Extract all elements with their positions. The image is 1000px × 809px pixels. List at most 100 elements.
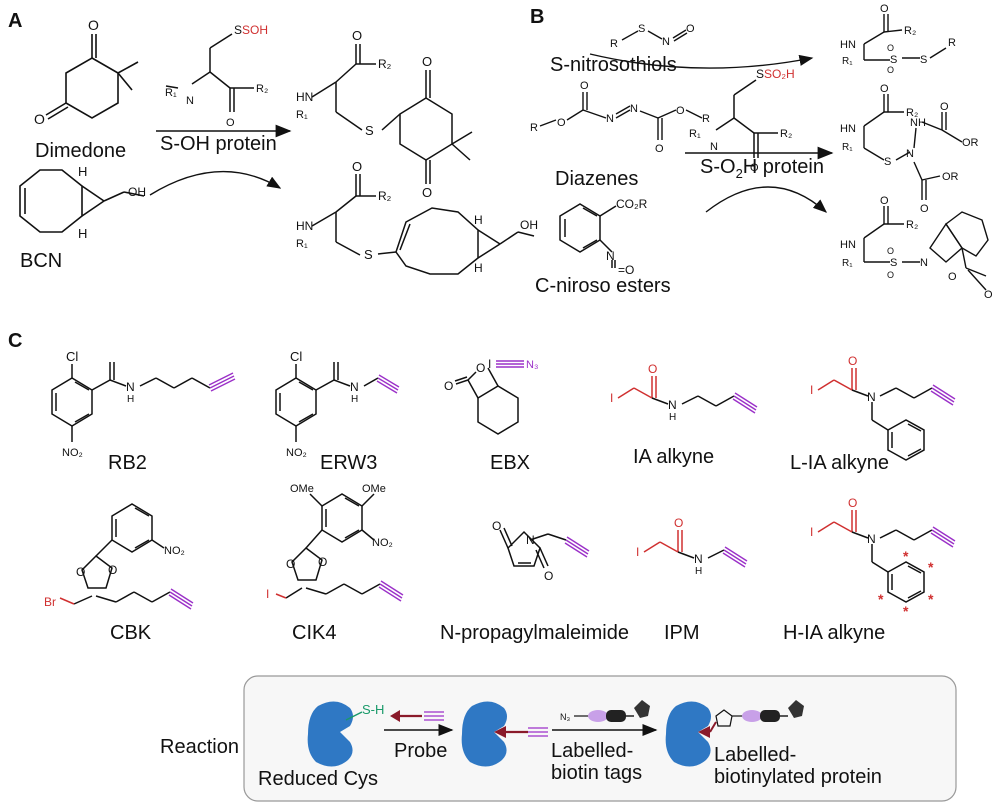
svg-text:R₁: R₁ — [689, 128, 701, 140]
cbk-structure — [73, 503, 171, 605]
svg-text:OR: OR — [962, 137, 979, 149]
label-ia-alkyne: IA alkyne — [633, 446, 715, 468]
h-ia-alkyne-structure — [817, 510, 933, 603]
svg-text:R: R — [610, 38, 618, 50]
svg-text:N₃: N₃ — [560, 712, 570, 722]
svg-text:HN: HN — [840, 239, 856, 251]
panel-label-c: C — [8, 330, 23, 352]
label-biotinylated-line2: biotinylated protein — [714, 766, 882, 788]
label-s-nitrosothiols: S-nitrosothiols — [550, 54, 677, 76]
svg-text:O: O — [655, 143, 664, 155]
svg-text:I: I — [610, 391, 613, 405]
svg-text:I: I — [636, 545, 639, 559]
svg-text:S: S — [890, 257, 897, 269]
s-nitrosothiol-structure — [621, 29, 688, 42]
svg-text:R₁: R₁ — [165, 87, 177, 99]
svg-text:R₁: R₁ — [842, 56, 853, 67]
svg-text:H: H — [78, 164, 87, 179]
cik4-structure — [285, 493, 381, 599]
svg-text:N: N — [668, 398, 677, 412]
svg-text:O: O — [880, 83, 889, 95]
svg-text:O: O — [226, 117, 235, 129]
svg-text:O: O — [88, 17, 99, 33]
dimedone-adduct-structure — [311, 44, 473, 184]
svg-text:H: H — [351, 394, 358, 405]
svg-text:O: O — [444, 379, 453, 393]
svg-text:H: H — [474, 261, 483, 275]
svg-text:R₁: R₁ — [296, 238, 308, 250]
label-l-ia-alkyne: L-IA alkyne — [790, 452, 889, 474]
svg-text:*: * — [928, 591, 934, 607]
rb2-structure — [51, 362, 211, 442]
svg-text:O: O — [880, 195, 889, 207]
svg-text:OH: OH — [128, 185, 146, 199]
svg-text:N: N — [710, 141, 718, 153]
svg-text:R₂: R₂ — [378, 189, 392, 203]
svg-text:H: H — [669, 412, 676, 423]
sulfinic-o2h: SO₂H — [764, 67, 795, 81]
label-rb2: RB2 — [108, 452, 147, 474]
svg-text:I: I — [810, 383, 813, 397]
svg-text:R₁: R₁ — [842, 142, 853, 153]
svg-text:O: O — [984, 289, 993, 301]
svg-text:R₂: R₂ — [378, 57, 392, 71]
svg-text:O: O — [648, 362, 657, 376]
label-c-niroso-esters: C-niroso esters — [535, 275, 671, 297]
svg-text:H: H — [78, 226, 87, 241]
label-soh-protein: S-OH protein — [160, 133, 277, 155]
svg-text:N: N — [662, 36, 670, 48]
svg-text:O: O — [674, 516, 683, 530]
curved-arrow-b1 — [589, 53, 814, 69]
label-labelled-biotin-line1: Labelled- — [551, 740, 634, 762]
svg-text:*: * — [878, 591, 884, 607]
svg-text:N: N — [694, 552, 703, 566]
svg-text:O: O — [948, 271, 957, 283]
svg-text:NO₂: NO₂ — [372, 537, 393, 549]
svg-text:O: O — [686, 23, 695, 35]
label-cik4: CIK4 — [292, 622, 337, 644]
svg-text:HN: HN — [296, 219, 313, 233]
svg-text:R₂: R₂ — [906, 219, 918, 231]
svg-text:S: S — [364, 247, 373, 262]
dimedone-structure — [45, 34, 139, 120]
svg-text:*: * — [903, 603, 909, 619]
svg-text:O: O — [352, 28, 362, 43]
svg-text:O: O — [676, 105, 685, 117]
svg-text:O: O — [887, 270, 894, 280]
diazene-structure — [539, 92, 703, 140]
svg-text:NO₂: NO₂ — [164, 545, 185, 557]
svg-text:O: O — [940, 101, 949, 113]
sulfonamide-adduct-structure — [863, 206, 989, 291]
svg-text:O: O — [76, 565, 85, 579]
thiol-label: S-H — [362, 702, 384, 717]
label-diazenes: Diazenes — [555, 168, 639, 190]
label-biotinylated-line1: Labelled- — [714, 744, 797, 766]
svg-text:O: O — [887, 43, 894, 53]
protein-labeled-icon — [461, 701, 548, 767]
svg-text:O: O — [887, 246, 894, 256]
svg-text:I: I — [488, 357, 491, 371]
protein-biotinylated-icon — [665, 700, 804, 767]
svg-text:SSO₂H: SSO₂H — [756, 67, 795, 81]
svg-text:O: O — [352, 159, 362, 174]
svg-text:OR: OR — [942, 171, 959, 183]
deuterium-markers: *** ** — [878, 548, 934, 619]
svg-text:SSOH: SSOH — [234, 23, 268, 37]
svg-text:O: O — [848, 354, 857, 368]
svg-text:O: O — [580, 80, 589, 92]
ipm-structure — [643, 530, 725, 559]
label-ebx: EBX — [490, 452, 531, 474]
svg-text:O: O — [422, 185, 432, 200]
svg-text:I: I — [266, 587, 269, 601]
svg-text:R₁: R₁ — [296, 109, 308, 121]
sulfenic-oh: SOH — [242, 23, 268, 37]
svg-text:N: N — [906, 148, 914, 160]
panel-label-a: A — [8, 10, 23, 32]
svg-text:R₂: R₂ — [780, 128, 792, 140]
ebx-structure — [454, 367, 519, 435]
label-h-ia-alkyne: H-IA alkyne — [783, 622, 886, 644]
svg-text:N: N — [526, 533, 535, 547]
curved-arrow-a — [149, 170, 282, 196]
label-erw3: ERW3 — [320, 452, 378, 474]
